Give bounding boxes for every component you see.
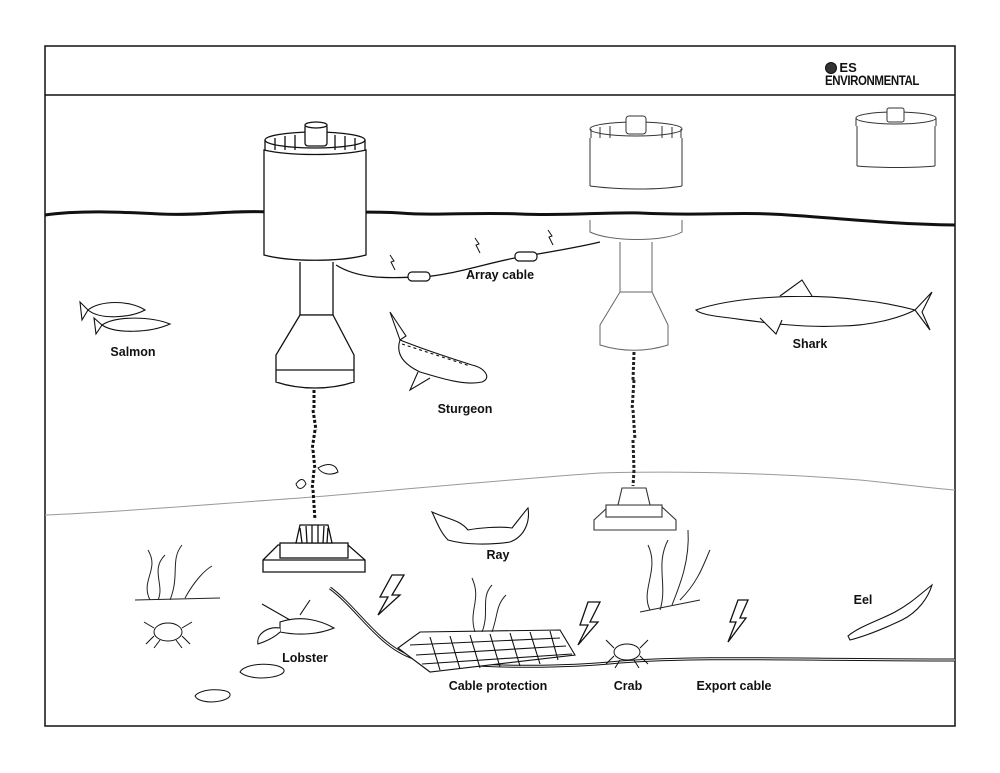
floating-turbine-3 — [855, 107, 937, 168]
diagram-border — [44, 45, 956, 727]
label-crab: Crab — [613, 679, 643, 693]
label-export-cable: Export cable — [696, 679, 772, 693]
cable-float-2 — [514, 251, 538, 262]
emf-bolt-3 — [727, 599, 750, 643]
crab-illustration — [605, 639, 649, 669]
label-shark: Shark — [792, 337, 828, 351]
rock-1 — [239, 663, 285, 679]
emf-mark-3 — [547, 229, 554, 246]
floating-turbine-1 — [263, 121, 367, 389]
logo-line1: ES — [839, 60, 857, 75]
logo-line2: ENVIRONMENTAL — [825, 72, 920, 88]
seaweed-left — [134, 544, 221, 601]
cable-protection-mattress — [397, 629, 576, 673]
label-cable-protection: Cable protection — [448, 679, 548, 693]
salmon-illustration — [79, 300, 172, 336]
emf-bolt-1 — [377, 574, 406, 616]
seaweed-right — [639, 529, 711, 613]
shrimp-illustration — [295, 464, 339, 489]
mooring-chain-2 — [630, 351, 637, 487]
lobster-illustration — [257, 599, 336, 645]
array-cable — [335, 241, 601, 279]
sturgeon-illustration — [389, 311, 488, 392]
sea-surface — [44, 210, 956, 227]
emf-mark-2 — [474, 237, 481, 254]
label-salmon: Salmon — [110, 345, 156, 359]
label-ray: Ray — [486, 548, 510, 562]
shark-illustration — [694, 279, 933, 335]
floating-turbine-2 — [589, 115, 683, 351]
emf-bolt-2 — [577, 601, 602, 646]
mooring-chain-1 — [310, 390, 318, 521]
es-environmental-logo: ES ENVIRONMENTAL — [825, 61, 940, 87]
cable-float-1 — [407, 271, 431, 282]
anchor-base-2 — [593, 487, 677, 531]
label-sturgeon: Sturgeon — [437, 402, 493, 416]
label-lobster: Lobster — [282, 651, 328, 665]
label-array-cable: Array cable — [465, 268, 535, 282]
globe-icon — [825, 61, 838, 74]
label-eel: Eel — [853, 593, 873, 607]
rock-2 — [194, 689, 231, 703]
emf-mark-1 — [389, 254, 396, 271]
seaweed-middle — [471, 577, 507, 633]
crab-left-illustration — [143, 621, 193, 649]
eel-illustration — [847, 583, 934, 641]
ray-illustration — [430, 506, 530, 545]
seabed-line — [44, 471, 956, 516]
anchor-base-1 — [262, 524, 366, 573]
